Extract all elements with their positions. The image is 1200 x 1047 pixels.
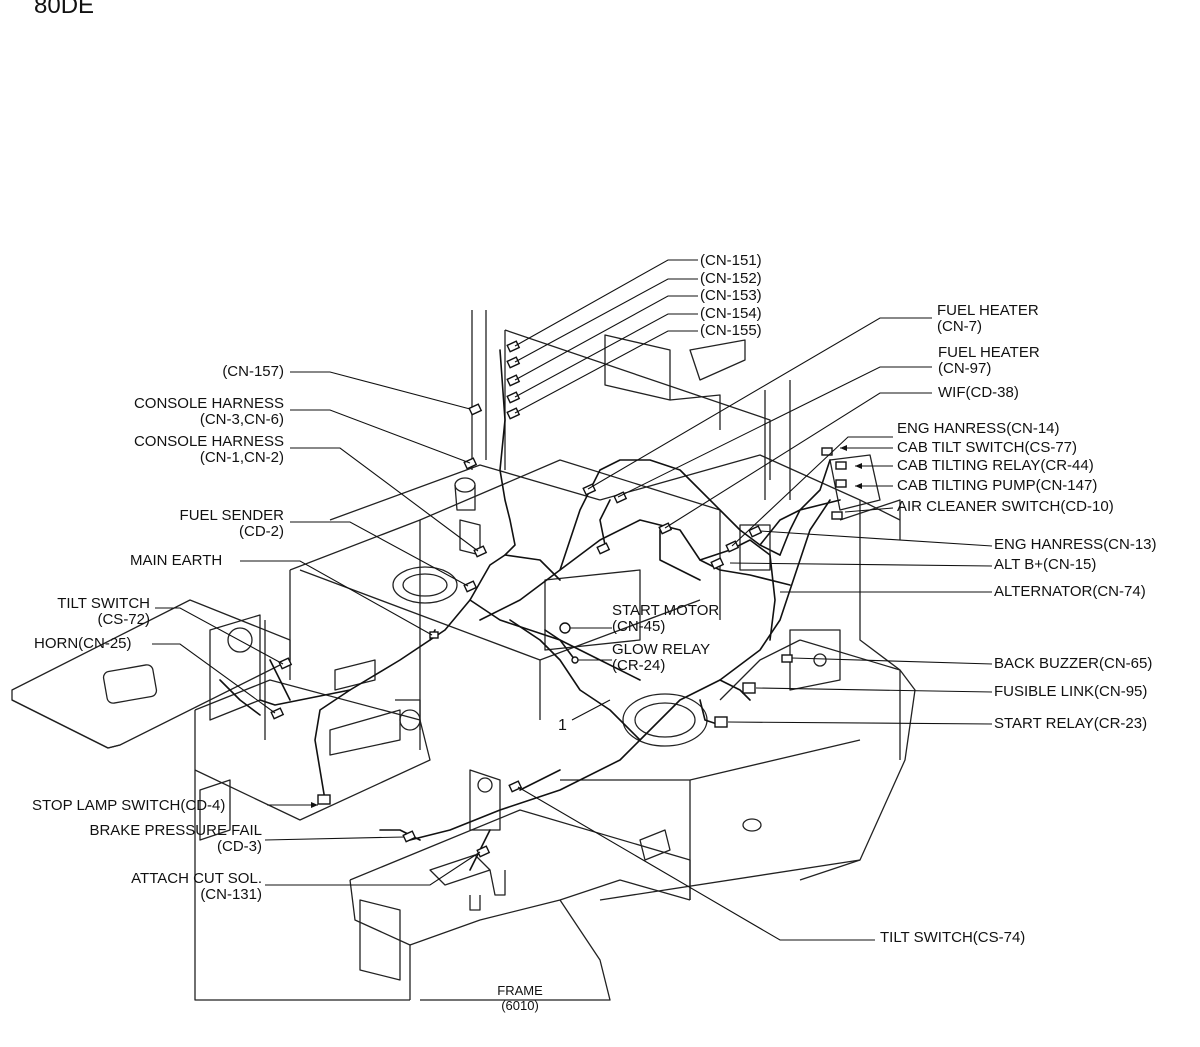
label-cn152: (CN-152) — [700, 270, 762, 287]
label-frame-name: FRAME — [497, 983, 543, 998]
label-fuel-heater-97: FUEL HEATER (CN-97) — [938, 345, 1040, 377]
label-brake-pressure-fail: BRAKE PRESSURE FAIL (CD-3) — [89, 823, 262, 855]
label-cab-tilting-pump: CAB TILTING PUMP(CN-147) — [897, 477, 1098, 494]
label-stop-lamp-switch: STOP LAMP SWITCH(CD-4) — [32, 797, 226, 814]
label-eng-harness-14: ENG HANRESS(CN-14) — [897, 420, 1060, 437]
frame-outline — [11, 310, 916, 1001]
label-back-buzzer: BACK BUZZER(CN-65) — [994, 655, 1153, 672]
label-air-cleaner-switch: AIR CLEANER SWITCH(CD-10) — [897, 498, 1114, 515]
label-cn153: (CN-153) — [700, 287, 762, 304]
label-start-motor-name: START MOTOR — [612, 602, 720, 619]
leader-lines — [152, 259, 993, 941]
wire-harness — [219, 349, 841, 871]
connectors — [270, 340, 847, 858]
label-cn155: (CN-155) — [700, 322, 762, 339]
label-attach-cut-sol: ATTACH CUT SOL. (CN-131) — [131, 871, 262, 903]
label-attach-cut-sol-code: (CN-131) — [200, 886, 262, 903]
label-cn151: (CN-151) — [700, 252, 762, 269]
label-cab-tilting-relay: CAB TILTING RELAY(CR-44) — [897, 457, 1094, 474]
label-console-harness-1-code: (CN-3,CN-6) — [199, 411, 284, 428]
label-glow-relay: GLOW RELAY (CR-24) — [612, 642, 710, 674]
label-fuel-heater-97-name: FUEL HEATER — [938, 344, 1040, 361]
label-fuel-heater-7-code: (CN-7) — [937, 318, 982, 335]
label-harness-number: 1 — [558, 717, 567, 734]
label-console-harness-2-name: CONSOLE HARNESS — [133, 433, 284, 450]
label-brake-pressure-fail-name: BRAKE PRESSURE FAIL — [89, 822, 262, 839]
label-attach-cut-sol-name: ATTACH CUT SOL. — [131, 870, 262, 887]
label-fuel-sender-code: (CD-2) — [239, 523, 284, 540]
label-fuel-sender-name: FUEL SENDER — [179, 507, 284, 524]
label-main-earth: MAIN EARTH — [130, 552, 223, 569]
label-brake-pressure-fail-code: (CD-3) — [217, 838, 262, 855]
label-fuel-sender: FUEL SENDER (CD-2) — [180, 508, 284, 540]
label-tilt-switch-72-code: (CS-72) — [97, 611, 150, 628]
label-console-harness-2: CONSOLE HARNESS (CN-1,CN-2) — [134, 434, 284, 466]
label-fuel-heater-97-code: (CN-97) — [938, 360, 992, 377]
model-title: 80DE — [34, 0, 95, 19]
label-wif: WIF(CD-38) — [938, 384, 1019, 401]
label-fuel-heater-7-name: FUEL HEATER — [937, 302, 1039, 319]
label-tilt-switch-72: TILT SWITCH (CS-72) — [57, 596, 150, 628]
label-cab-tilt-switch: CAB TILT SWITCH(CS-77) — [897, 439, 1078, 456]
label-cn154: (CN-154) — [700, 305, 762, 322]
label-start-motor-code: (CN-45) — [612, 618, 666, 635]
label-fusible-link: FUSIBLE LINK(CN-95) — [994, 683, 1148, 700]
label-eng-harness-13: ENG HANRESS(CN-13) — [994, 536, 1157, 553]
label-cn157: (CN-157) — [222, 363, 284, 380]
label-start-relay: START RELAY(CR-23) — [994, 715, 1148, 732]
label-glow-relay-name: GLOW RELAY — [612, 641, 711, 658]
label-start-motor: START MOTOR (CN-45) — [612, 603, 719, 635]
label-frame-code: (6010) — [501, 998, 539, 1013]
label-console-harness-2-code: (CN-1,CN-2) — [199, 449, 284, 466]
label-console-harness-1: CONSOLE HARNESS (CN-3,CN-6) — [134, 396, 284, 428]
label-fuel-heater-7: FUEL HEATER (CN-7) — [937, 303, 1039, 335]
label-glow-relay-code: (CR-24) — [612, 657, 666, 674]
label-horn: HORN(CN-25) — [34, 635, 132, 652]
label-tilt-switch-72-name: TILT SWITCH — [57, 595, 150, 612]
label-frame: FRAME (6010) — [488, 983, 552, 1013]
label-alternator: ALTERNATOR(CN-74) — [994, 583, 1146, 600]
label-console-harness-1-name: CONSOLE HARNESS — [133, 395, 284, 412]
label-alt-b-plus: ALT B+(CN-15) — [994, 556, 1097, 573]
label-tilt-switch-74: TILT SWITCH(CS-74) — [880, 929, 1026, 946]
leader-arrows — [311, 445, 862, 808]
